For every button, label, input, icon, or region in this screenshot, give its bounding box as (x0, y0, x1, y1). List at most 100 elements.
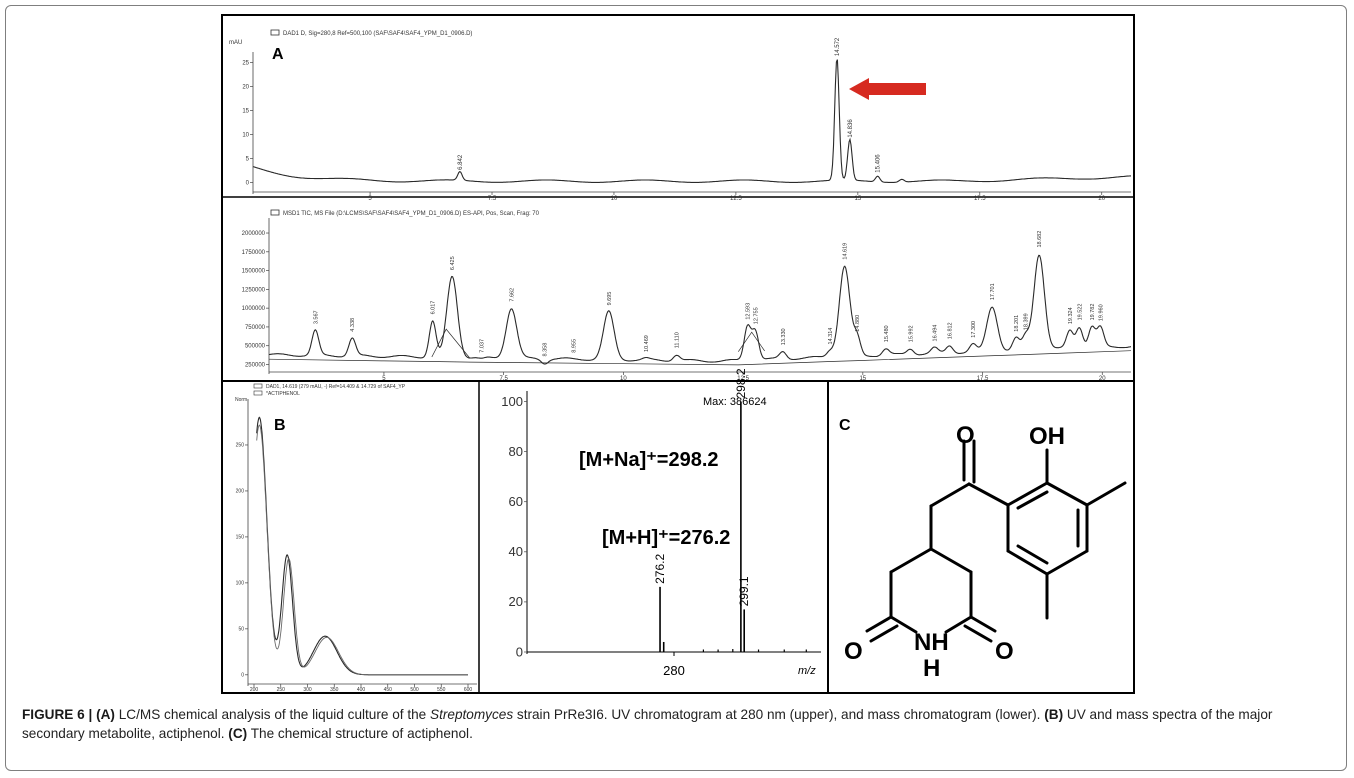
tic-x-tick: 15 (859, 376, 866, 382)
caption-b-label: (B) (1044, 707, 1064, 722)
tic-peak-label: 15.480 (884, 325, 890, 342)
ms-x-tick: 280 (663, 663, 685, 678)
tic-y-tick: 1750000 (242, 250, 266, 256)
uvspec-legend-swatch-2 (253, 390, 263, 396)
structure-o-left: O (844, 638, 863, 665)
ms-y-tick: 40 (509, 544, 523, 559)
uvspec-x-tick: 200 (250, 687, 259, 693)
structure-oh: OH (1029, 423, 1065, 450)
uvspec-x-tick: 550 (437, 687, 446, 693)
tic-x-tick: 5 (382, 376, 386, 382)
uvspec-header-1: DAD1, 14.619 (279 mAU, -) Ref=14.409 & 1… (266, 384, 406, 390)
tic-peak-label: 14.619 (843, 243, 849, 260)
figure-frame (5, 5, 1347, 771)
tic-peak-label: 14.880 (855, 315, 861, 332)
actiphenol-structure: C (839, 417, 1127, 682)
uvspec-y-tick: 150 (236, 535, 245, 541)
tic-trace (268, 254, 1132, 365)
ms-x-unit: m/z (798, 665, 816, 677)
tic-chromatogram: MSD1 TIC, MS File (D:\LCMS\SAF\SAF4\SAF4… (242, 209, 1132, 382)
panel-c-border (827, 380, 1135, 694)
uvspec-legend-swatch-1 (253, 383, 263, 389)
tic-legend-swatch (270, 209, 280, 216)
tic-peak-label: 6.425 (450, 256, 456, 270)
structure-nh: NH (914, 629, 949, 656)
ms-y-tick: 60 (509, 494, 523, 509)
tic-peak-label: 11.110 (675, 332, 681, 348)
caption-a-text-2: strain PrRe3I6. UV chromatogram at 280 n… (513, 707, 1045, 722)
tic-baseline (268, 328, 1132, 366)
uvspec-header-2: *ACTIPHENOL (266, 391, 300, 397)
figure-caption: FIGURE 6 | (A) LC/MS chemical analysis o… (22, 705, 1332, 743)
uv-y-tick: 20 (242, 84, 249, 90)
structure-h: H (923, 655, 940, 682)
uv-y-tick: 5 (246, 156, 250, 162)
uv-peak-label: 6.842 (458, 154, 464, 170)
tic-peak-label: 17.300 (971, 321, 977, 338)
tic-peak-label: 16.812 (948, 322, 954, 339)
tic-peak-label: 13.330 (781, 328, 787, 345)
red-arrow (849, 78, 926, 100)
uv-legend-swatch (270, 29, 280, 36)
tic-peak-label: 19.522 (1077, 304, 1083, 321)
tic-peak-label: 12.593 (746, 303, 752, 320)
uvspec-x-tick: 400 (357, 687, 366, 693)
tic-peak-label: 12.755 (753, 307, 759, 324)
tic-header: MSD1 TIC, MS File (D:\LCMS\SAF\SAF4\SAF4… (283, 211, 540, 217)
uv-x-tick: 20 (1098, 196, 1105, 202)
tic-peak-label: 3.567 (313, 310, 319, 324)
uvspec-y-tick: 200 (236, 489, 245, 495)
caption-c-label: (C) (228, 726, 248, 741)
tic-peak-label: 8.955 (571, 339, 577, 353)
tic-peak-label: 18.399 (1024, 313, 1030, 330)
tic-x-tick: 7.5 (499, 376, 508, 382)
uv-y-unit: mAU (229, 40, 242, 46)
uv-y-tick: 0 (246, 180, 250, 186)
tic-x-tick: 10 (620, 376, 627, 382)
panel-label-a: A (272, 46, 284, 63)
tic-peak-label: 17.701 (990, 283, 996, 300)
tic-y-tick: 1500000 (242, 269, 266, 275)
uvspec-trace-reference (256, 424, 468, 676)
uv-y-tick: 10 (242, 132, 249, 138)
tic-peak-label: 7.662 (509, 288, 515, 302)
structure-o-right: O (995, 638, 1014, 665)
caption-c-text: The chemical structure of actiphenol. (247, 726, 473, 741)
caption-a-text-1: LC/MS chemical analysis of the liquid cu… (114, 707, 431, 722)
uv-x-tick: 10 (611, 196, 618, 202)
tic-y-tick: 500000 (245, 344, 266, 350)
ms-peak-label: 276.2 (653, 554, 667, 584)
annotation-m-na: [M+Na]⁺=298.2 (579, 449, 719, 471)
tic-y-tick: 2000000 (242, 231, 266, 237)
tic-x-tick: 20 (1099, 376, 1106, 382)
uvspec-y-tick: 250 (236, 443, 245, 449)
uv-peak-label: 14.836 (848, 119, 854, 138)
tic-peak-label: 14.314 (828, 328, 834, 345)
caption-a-label: (A) (96, 707, 115, 722)
uvspec-y-tick: 100 (236, 581, 245, 587)
tic-x-tick: 12.5 (737, 376, 749, 382)
tic-peak-label: 15.992 (908, 325, 914, 342)
tic-peak-label: 10.469 (644, 335, 650, 352)
uv-x-tick: 7.5 (488, 196, 497, 202)
tic-peak-label: 9.695 (607, 292, 613, 306)
annotation-m-h: [M+H]⁺=276.2 (602, 527, 730, 549)
uv-y-tick: 15 (242, 108, 249, 114)
ms-max-label: Max: 386624 (703, 396, 767, 408)
arrow-head (849, 78, 869, 100)
uv-peak-label: 15.406 (876, 154, 882, 173)
structure-bonds (865, 439, 1127, 643)
tic-y-tick: 1250000 (242, 287, 266, 293)
tic-peak-label: 18.682 (1037, 231, 1043, 248)
uv-trace (252, 59, 1131, 183)
tic-peak-label: 6.017 (431, 301, 437, 315)
tic-peak-label: 18.201 (1014, 315, 1020, 332)
tic-x-tick: 17.5 (977, 376, 989, 382)
uv-x-tick: 15 (855, 196, 862, 202)
uv-x-tick: 17.5 (974, 196, 986, 202)
structure-o-ketone: O (956, 422, 975, 449)
tic-peak-label: 8.358 (543, 343, 549, 357)
panel-label-c: C (839, 417, 851, 434)
tic-y-tick: 750000 (245, 325, 266, 331)
tic-y-tick: 1000000 (242, 306, 266, 312)
